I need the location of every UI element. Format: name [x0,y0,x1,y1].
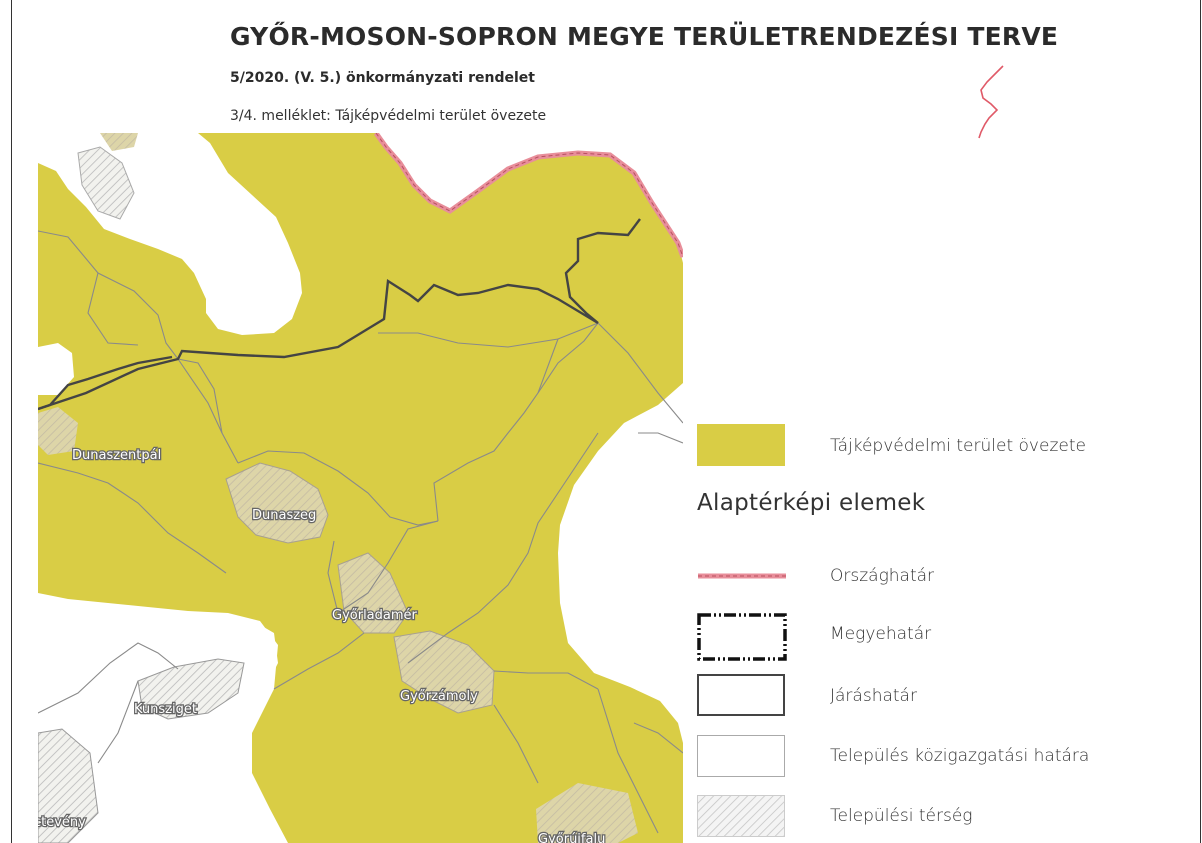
legend-label-settlement-border: Település közigazgatási határa [830,746,1090,766]
white-gap-left [38,343,74,395]
zone-legend-label: Tájképvédelmi terület övezete [830,436,1086,456]
place-label-gyorzamoly: Győrzámoly [400,689,478,704]
settlement-area-ctevenyi [38,728,99,843]
district-border-icon [697,674,785,716]
district-border-left [38,355,173,411]
legend-label-settlement-area: Települési térség [830,806,973,826]
settlement-area-top [100,133,138,151]
base-map-heading: Alaptérképi elemek [697,490,926,516]
settlement-area-gyorujfalu [536,783,638,843]
settlement-area-icon [697,795,785,837]
settlement-border-icon [697,735,785,777]
settlement-area-north [77,146,135,220]
inset-border-fragment [978,65,1004,139]
legend-label-county-border: Megyehatár [830,624,932,644]
settlement-area-gyorladamer [337,552,409,634]
legend-label-district-border: Járáshatár [830,686,917,706]
place-label-dunaszeg: Dunaszeg [252,508,316,523]
place-label-kunsziget: Kunsziget [134,702,197,717]
zone-map[interactable]: Dunaszentpál Dunaszeg Győrladamér Győrzá… [38,133,683,843]
legend-label-country-border: Országhatár [830,566,935,586]
settlement-area-kunsziget [137,658,245,720]
page-frame [11,0,1201,843]
country-border-icon [698,573,786,579]
regulation-subtitle: 5/2020. (V. 5.) önkormányzati rendelet [230,70,535,86]
zone-legend-swatch [697,424,785,466]
place-label-gyorujfalu: Győrújfalu [538,832,605,843]
annex-caption: 3/4. melléklet: Tájképvédelmi terület öv… [230,108,547,124]
place-label-dunaszentpal: Dunaszentpál [72,448,161,463]
settlement-area-dunaszeg [225,462,329,544]
settlement-area-dunaszentpal [38,407,78,455]
settlement-area-gyorzamoly [393,630,495,714]
place-label-gyorladamer: Győrladamér [332,608,418,623]
place-label-ctevenyi: ctevény [38,815,86,830]
county-border-icon [697,613,787,661]
district-border-line [38,218,641,411]
page-title: GYŐR-MOSON-SOPRON MEGYE TERÜLETRENDEZÉSI… [230,22,1059,51]
